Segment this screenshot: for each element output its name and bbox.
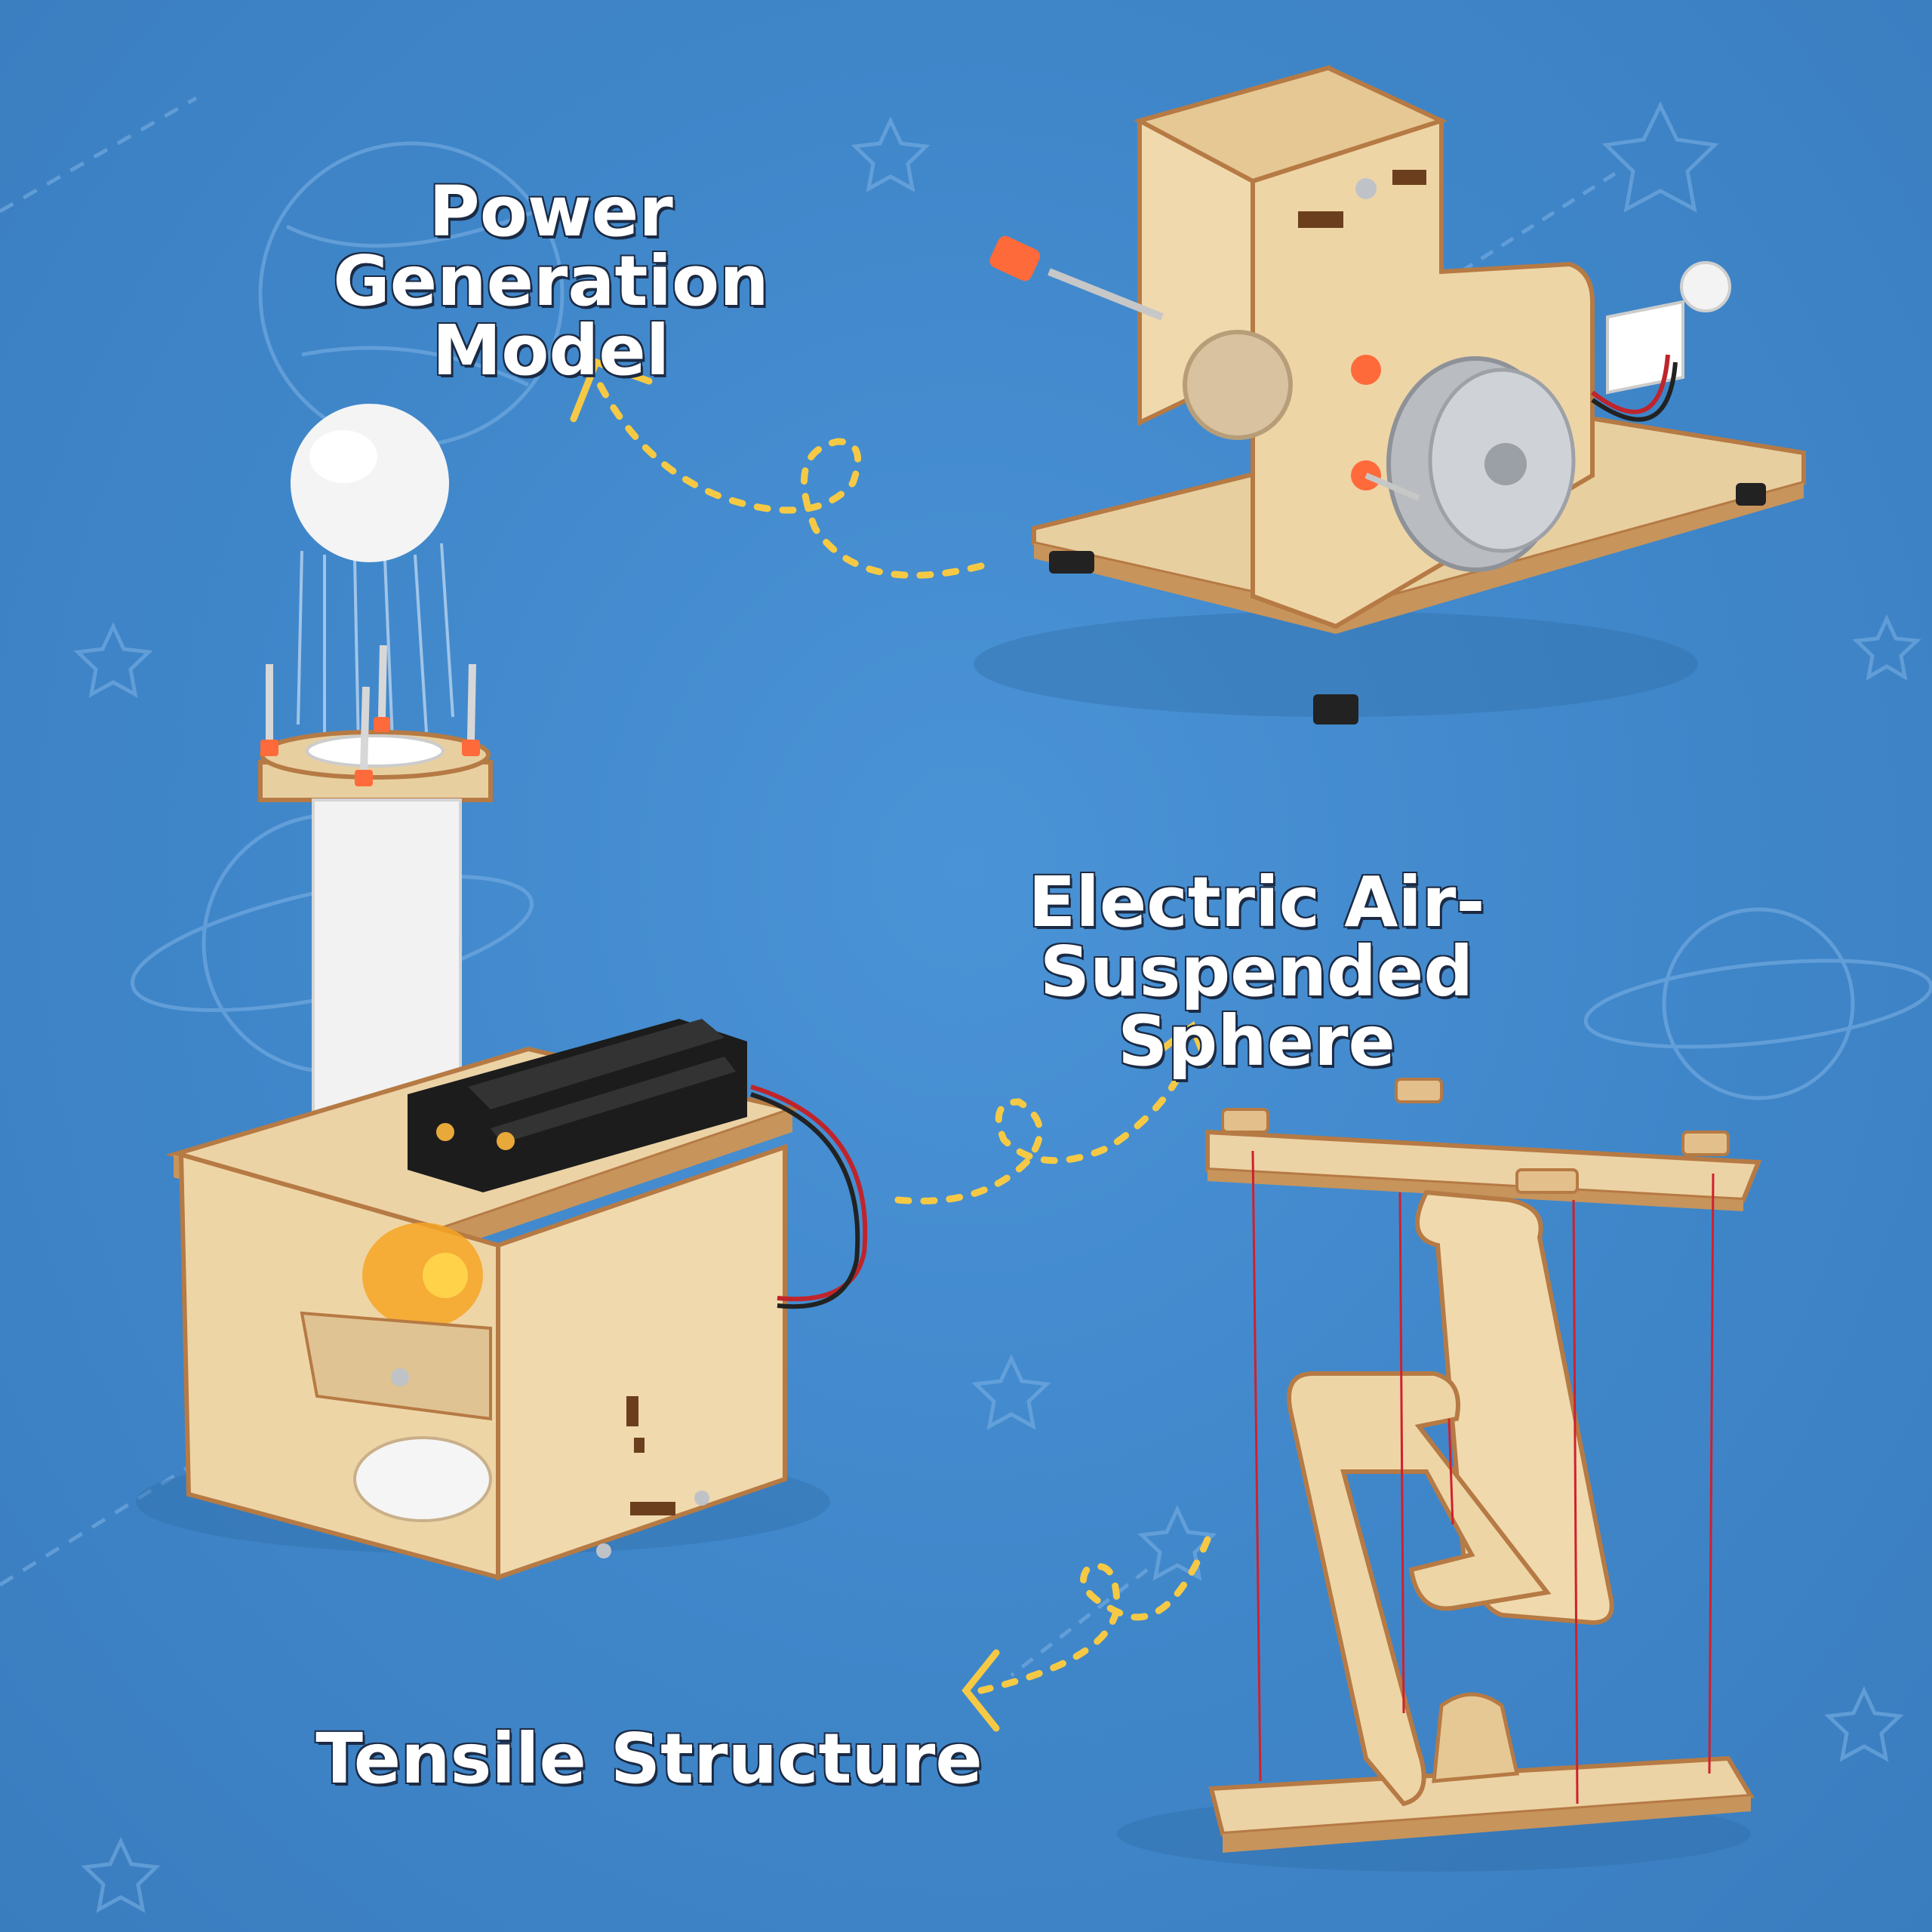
star-icon (1824, 1686, 1904, 1762)
star-icon (1852, 614, 1921, 681)
star-icon (73, 622, 153, 698)
shooting-star-icon (1447, 101, 1719, 281)
arrowhead-icon (961, 1649, 1000, 1732)
caption-line: Sphere (1118, 1001, 1395, 1081)
arrowhead-icon (570, 358, 653, 423)
caption-power-generation-model: Power Generation Model (211, 177, 891, 386)
caption-air-suspended-sphere: Electric Air-Suspended Sphere (823, 868, 1690, 1076)
planet-icon (1583, 907, 1932, 1100)
caption-line: Electric Air-Suspended (1028, 862, 1485, 1012)
star-icon (971, 1354, 1051, 1430)
caption-tensile-structure: Tensile Structure (287, 1724, 1011, 1794)
caption-line: Tensile Structure (315, 1718, 983, 1799)
star-icon (851, 116, 931, 192)
caption-line: Model (432, 310, 670, 391)
star-icon (81, 1837, 161, 1913)
shooting-star-icon (1010, 1505, 1217, 1677)
caption-line: Power Generation (333, 171, 769, 321)
arrowhead-icon (1158, 1020, 1211, 1068)
